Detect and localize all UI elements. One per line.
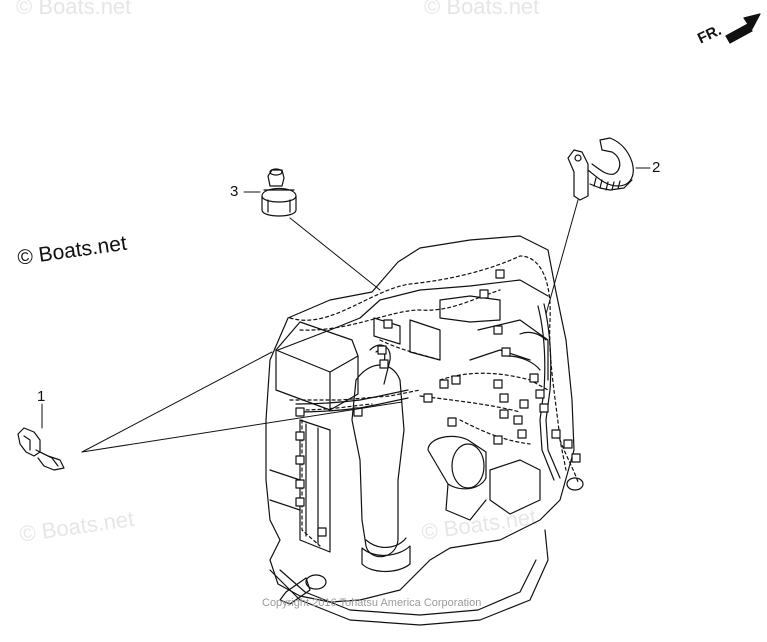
forward-arrow-icon <box>725 13 761 44</box>
watermark-top-left: © Boats.net <box>16 0 132 19</box>
connectors <box>295 269 581 537</box>
leader-lines-2 <box>545 167 651 315</box>
part-3-cable-tie <box>261 168 297 217</box>
grommet <box>566 477 584 491</box>
callout-2: 2 <box>652 159 661 176</box>
part-1-clamp <box>17 427 65 471</box>
copyright-text: Copyright 2016 Tohatsu America Corporati… <box>262 597 482 609</box>
leader-lines-1 <box>41 351 403 453</box>
watermark-top-center: © Boats.net <box>424 0 540 19</box>
callout-1: 1 <box>37 388 46 405</box>
part-2-band-clamp <box>567 137 634 201</box>
leader-lines-3 <box>243 191 381 291</box>
callout-3: 3 <box>230 183 239 200</box>
engine-block <box>265 235 575 626</box>
harness-tubes <box>295 303 561 481</box>
wiring-harness <box>289 255 579 547</box>
